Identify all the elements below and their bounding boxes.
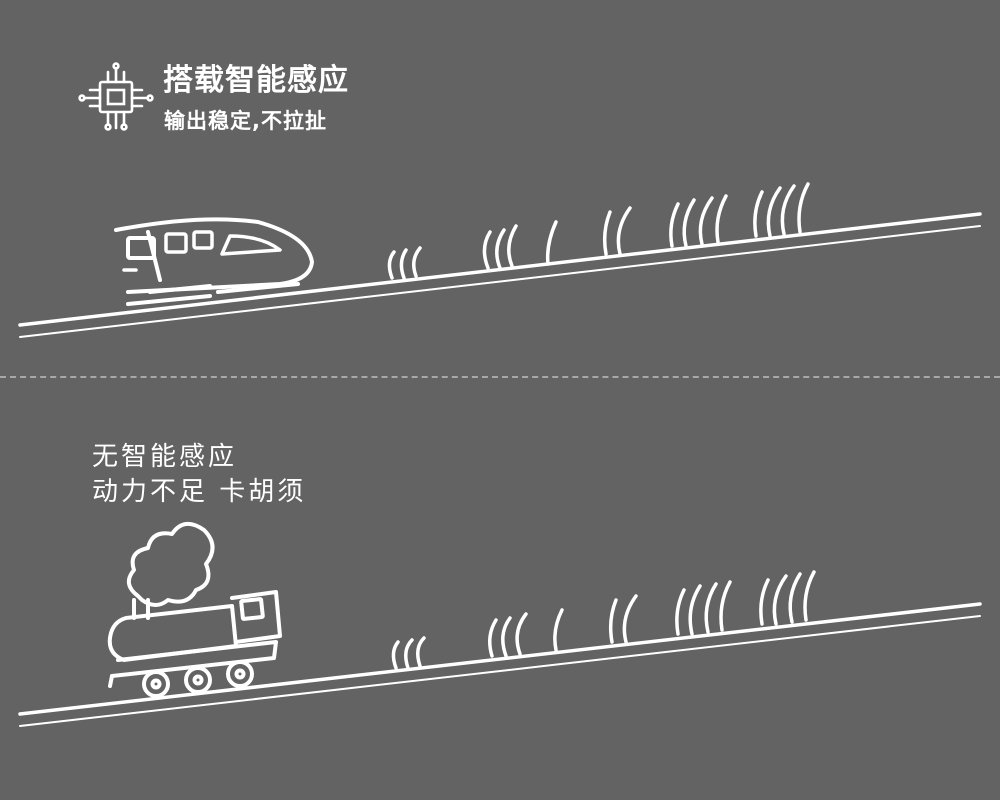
whiskers-top [387,182,810,280]
no-sensing-headline: 无智能感应 [92,442,238,472]
section-divider [0,376,1000,378]
no-sensing-subline: 动力不足 卡胡须 [92,477,307,507]
smart-subline: 输出稳定,不拉扯 [164,109,327,133]
chip-icon [78,62,154,131]
steam-train-scene [18,522,982,727]
track-rail-upper [18,602,982,716]
track-rail-lower [19,225,981,338]
no-sensing-panel: 无智能感应 动力不足 卡胡须 [0,378,1000,800]
whiskers-bottom [391,570,816,670]
track-rail-lower [19,615,981,727]
smart-sensing-panel: 搭载智能感应 输出稳定,不拉扯 [0,0,1000,376]
smart-headline: 搭载智能感应 [163,63,349,98]
bullet-train-icon [114,217,314,306]
steam-locomotive-icon [107,522,282,698]
bullet-train-scene [18,182,982,338]
